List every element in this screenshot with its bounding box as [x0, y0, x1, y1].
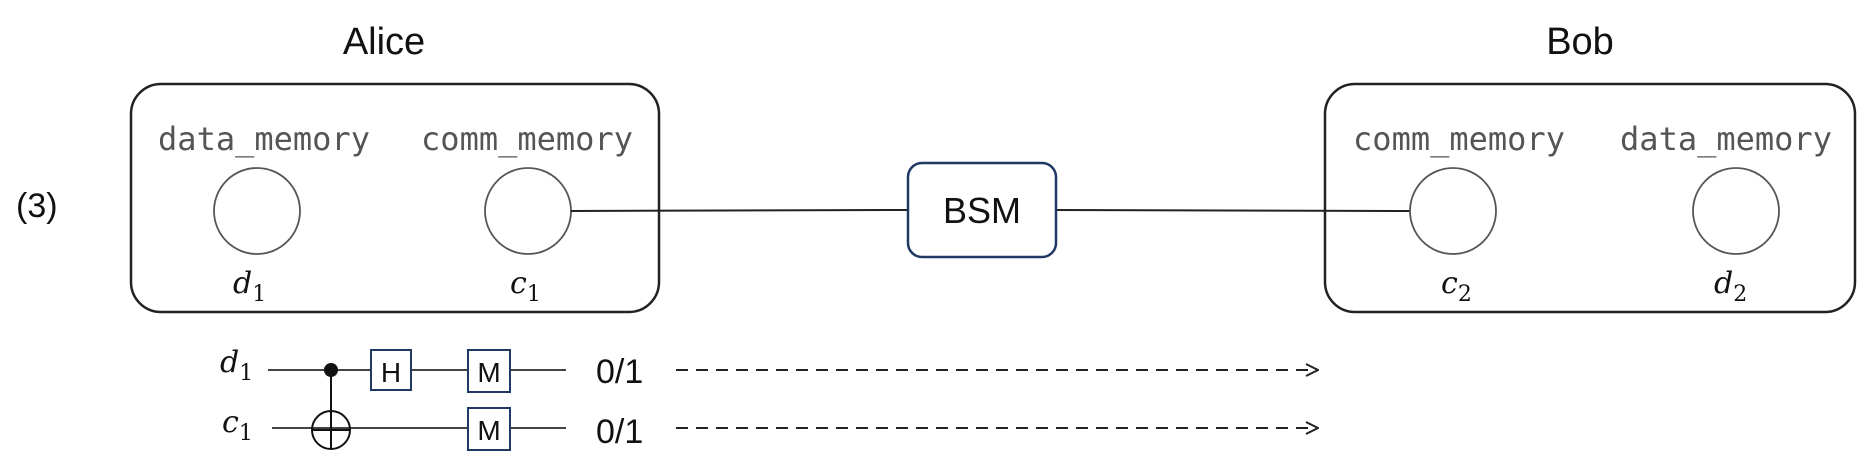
alice-data-qubit-label: d1 — [233, 266, 266, 307]
circuit-wire-c1-label: c1 — [222, 405, 253, 446]
bob-node-box — [1323, 82, 1857, 314]
bob-comm-memory-label: comm_memory — [1353, 120, 1565, 158]
alice-bsm-channel — [570, 209, 909, 212]
hadamard-gate — [370, 349, 412, 391]
alice-title: Alice — [343, 21, 425, 63]
bob-comm-memory-qubit — [1409, 167, 1497, 255]
bob-comm-qubit-label: c2 — [1441, 266, 1472, 307]
bsm-box — [906, 161, 1058, 259]
step-label: (3) — [16, 187, 58, 225]
measure-gate-c1-label: M — [477, 415, 500, 446]
measurement-outcome-1: 0/1 — [596, 353, 643, 391]
bob-data-memory-qubit — [1692, 167, 1780, 255]
alice-comm-memory-label: comm_memory — [421, 120, 633, 158]
measurement-outcome-2: 0/1 — [596, 413, 643, 451]
bsm-label: BSM — [943, 190, 1021, 231]
bob-data-qubit-label: d2 — [1714, 266, 1747, 307]
bsm-bob-channel — [1055, 209, 1411, 212]
bob-title: Bob — [1546, 21, 1614, 63]
bob-data-memory-label: data_memory — [1620, 120, 1832, 158]
alice-comm-qubit-label: c1 — [510, 266, 541, 307]
measure-gate-d1-label: M — [477, 357, 500, 388]
hadamard-gate-label: H — [381, 357, 401, 388]
alice-data-memory-qubit — [213, 167, 301, 255]
circuit-wire-d1-label: d1 — [220, 345, 253, 386]
alice-node-box — [129, 82, 661, 314]
measure-gate-c1 — [467, 407, 511, 451]
measure-gate-d1 — [467, 349, 511, 393]
alice-data-memory-label: data_memory — [158, 120, 370, 158]
alice-comm-memory-qubit — [484, 167, 572, 255]
